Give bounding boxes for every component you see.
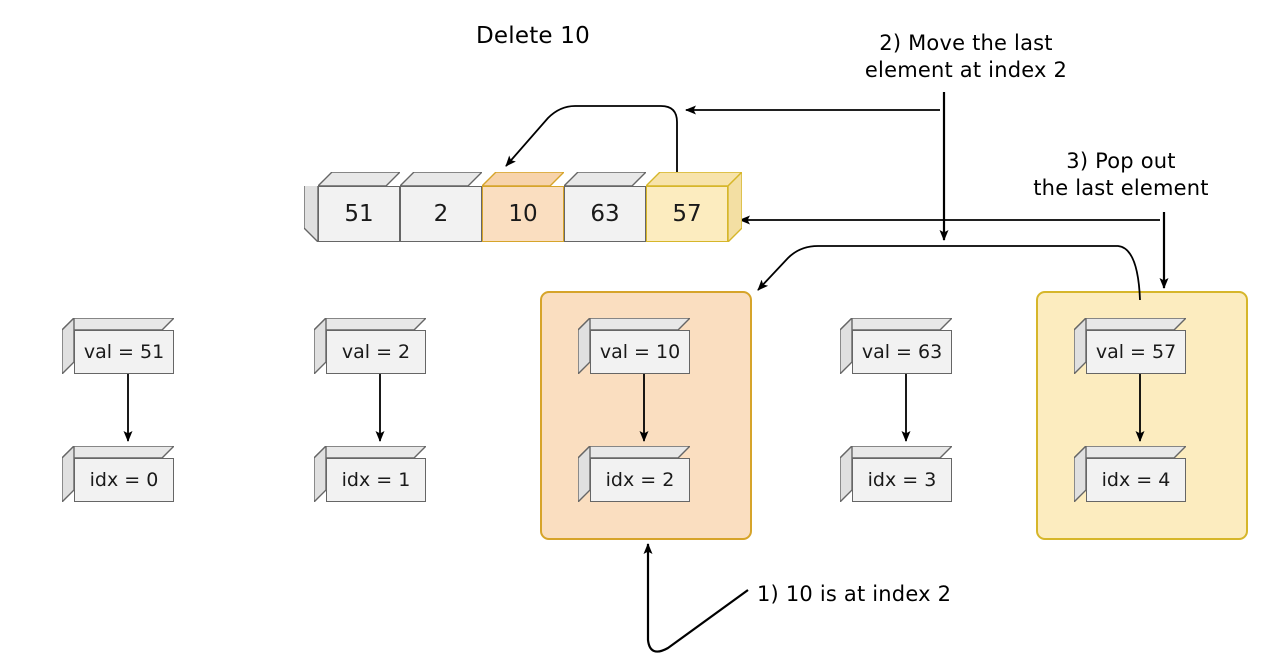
array-cell-0: 51 <box>304 172 400 242</box>
array-cell-0-top-face <box>318 172 400 186</box>
arrow-move-57-into-slot-2 <box>505 105 678 176</box>
array-cell-4-top-face <box>646 172 742 186</box>
array-cell-4-value: 57 <box>646 186 728 242</box>
array-right-face <box>728 172 742 242</box>
node-idx-text-0: idx = 0 <box>74 458 174 502</box>
node-val-box-0: val = 51 <box>62 318 174 374</box>
array-cell-0-value: 51 <box>318 186 400 242</box>
array-cell-4: 57 <box>646 172 742 242</box>
array-cell-3-top-face <box>564 172 646 186</box>
node-idx-box-3: idx = 3 <box>840 446 952 502</box>
node-val-box-1: val = 2 <box>314 318 426 374</box>
array-cell-2-value: 10 <box>482 186 564 242</box>
node-val-text-1: val = 2 <box>326 330 426 374</box>
annotation-move-last-element: 2) Move the last element at index 2 <box>864 31 1068 82</box>
annotation-pop-last-element: 3) Pop out the last element <box>1033 149 1209 200</box>
node-idx-text-3: idx = 3 <box>852 458 952 502</box>
array-cell-1: 2 <box>400 172 482 242</box>
node-val-box-4: val = 57 <box>1074 318 1186 374</box>
node-val-text-0: val = 51 <box>74 330 174 374</box>
node-idx-text-2: idx = 2 <box>590 458 690 502</box>
node-val-box-3: val = 63 <box>840 318 952 374</box>
node-idx-box-0: idx = 0 <box>62 446 174 502</box>
node-idx-text-1: idx = 1 <box>326 458 426 502</box>
node-val-text-2: val = 10 <box>590 330 690 374</box>
array-cell-3-value: 63 <box>564 186 646 242</box>
array-cell-3: 63 <box>564 172 646 242</box>
array-cell-1-top-face <box>400 172 482 186</box>
arrow-move-node-to-index-2 <box>757 245 1141 301</box>
node-idx-text-4: idx = 4 <box>1086 458 1186 502</box>
array-cell-2-top-face <box>482 172 564 186</box>
node-val-text-3: val = 63 <box>852 330 952 374</box>
node-idx-box-1: idx = 1 <box>314 446 426 502</box>
node-idx-box-4: idx = 4 <box>1074 446 1186 502</box>
annotation-ten-at-index-two: 1) 10 is at index 2 <box>757 582 952 606</box>
diagram-title: Delete 10 <box>476 23 590 49</box>
array-cell-1-value: 2 <box>400 186 482 242</box>
node-val-text-4: val = 57 <box>1086 330 1186 374</box>
node-idx-box-2: idx = 2 <box>578 446 690 502</box>
array-cell-2: 10 <box>482 172 564 242</box>
arrow-step1-to-index-2 <box>643 543 749 653</box>
node-val-box-2: val = 10 <box>578 318 690 374</box>
